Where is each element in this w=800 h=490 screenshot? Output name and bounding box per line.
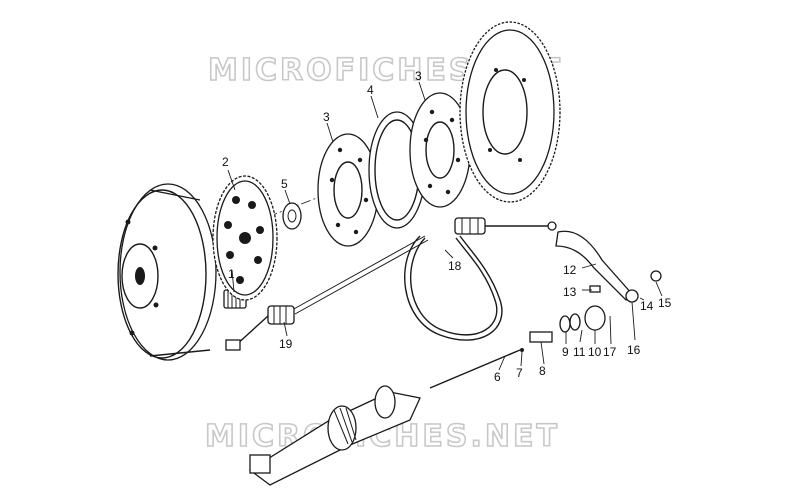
friction-disc-front	[317, 133, 379, 247]
callout-17: 17	[603, 345, 617, 359]
callout-9: 9	[562, 345, 569, 359]
callout-11: 11	[573, 345, 586, 359]
ring-gear	[459, 21, 561, 203]
flywheel	[117, 183, 217, 361]
callout-1: 1	[228, 267, 235, 281]
primary-shaft	[248, 349, 521, 486]
bearing-assembly	[520, 305, 606, 352]
clutch-cable	[404, 217, 557, 341]
callout-6: 6	[494, 370, 501, 384]
callout-2: 2	[222, 155, 229, 169]
callout-15: 15	[658, 296, 672, 310]
callout-19: 19	[279, 337, 293, 351]
callout-14: 14	[640, 299, 654, 313]
callout-13: 13	[563, 285, 577, 299]
toothed-plate	[212, 175, 278, 301]
callout-8: 8	[539, 364, 546, 378]
friction-disc-rear	[409, 92, 471, 208]
callout-7: 7	[516, 366, 523, 380]
callout-4: 4	[367, 83, 374, 97]
nut-part	[282, 202, 302, 230]
clutch-lever	[555, 230, 662, 303]
leader-lines	[227, 81, 663, 371]
adjuster-cable	[225, 235, 429, 351]
callout-3-rear: 3	[415, 69, 422, 83]
callout-10: 10	[588, 345, 602, 359]
callout-5: 5	[281, 177, 288, 191]
callout-3-front: 3	[323, 110, 330, 124]
callout-labels: 1 2 3 3 4 5 6 7 8 9 10 11 12 13 14 15 16…	[222, 69, 672, 384]
callout-12: 12	[563, 263, 577, 277]
callout-18: 18	[448, 259, 462, 273]
callout-16: 16	[627, 343, 641, 357]
